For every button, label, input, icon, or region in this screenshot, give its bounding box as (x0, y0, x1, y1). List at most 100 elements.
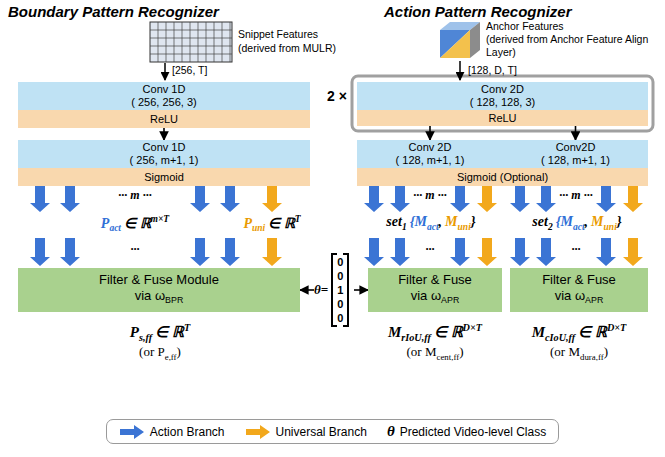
node-text: via ω (135, 288, 165, 303)
label-text: (derived from Anchor Feature Align Layer… (486, 33, 648, 58)
grid-line (150, 38, 232, 39)
label-text: P (101, 216, 110, 231)
grid-line (150, 54, 232, 55)
label-text: [128, D, T] (468, 64, 517, 76)
label-group: Ps,ff∈ ℝT (130, 322, 190, 344)
node-text: Filter & Fuse (542, 272, 616, 287)
label-text: m×T (151, 214, 170, 224)
label-group: (or Mcent,ff) (407, 344, 464, 362)
node-text: Conv2D (556, 141, 596, 153)
label-group: set1{Mact,Muni} (386, 214, 475, 233)
branch-arrow (536, 184, 556, 212)
label-group: Snippet Features (238, 28, 318, 41)
label-group: set2{Mact,Muni} (532, 214, 621, 233)
label-text: Anchor Features (486, 20, 564, 32)
label-group: MrIoU,ff∈ ℝD×T (388, 322, 482, 344)
text-line: Sigmoid (144, 170, 184, 184)
connector-arrow (575, 126, 577, 140)
label-text: D×T (463, 322, 482, 333)
ellipsis: ··· m ··· (559, 188, 592, 202)
label-group: [256, T] (172, 64, 207, 77)
label-group: ··· (131, 242, 140, 256)
fuse-box: Filter & Fuse Modulevia ωBPR (18, 268, 300, 312)
label-text: uni (458, 222, 471, 232)
ellipsis: ··· m ··· (413, 188, 446, 202)
legend-item: Universal Branch (245, 424, 367, 440)
branch-arrow (364, 238, 384, 266)
text-line: Filter & Fuse (398, 272, 472, 288)
label-text: (or M (550, 344, 580, 359)
text-line: via ωAPR (411, 288, 460, 309)
text-line: Conv 1D (143, 141, 186, 154)
label-text: cIoU,ff (545, 332, 575, 343)
node-text: ( 256, 256, 3) (131, 96, 196, 108)
label-text: P (130, 324, 139, 340)
branch-arrow (596, 184, 616, 212)
label-text: Snippet Features (238, 28, 318, 40)
fuse-box: Filter & Fusevia ωAPR (510, 268, 648, 312)
label-text: M (591, 214, 603, 229)
node-text: 0 (337, 311, 343, 325)
label-group: Boundary Pattern Recognizer (8, 3, 219, 21)
legend-text: Action Branch (150, 425, 225, 439)
grid-line (158, 22, 159, 62)
label-text: 2 (548, 222, 553, 232)
node-text: ( 128, 128, 3) (470, 96, 535, 108)
label-group: (derived from Anchor Feature Align Layer… (486, 33, 658, 58)
conv-box: Conv2D( 128, m+1, 1) (503, 140, 648, 168)
label-text: s,ff (139, 332, 152, 343)
label-text: uni (604, 222, 617, 232)
label-text: ) (459, 344, 463, 359)
branch-arrow (390, 184, 410, 212)
label-group: ··· (426, 242, 435, 256)
label-text: (or M (407, 344, 437, 359)
text-line: ReLU (150, 112, 178, 126)
text-line: Conv 2D (409, 141, 452, 154)
label-group: ··· (572, 242, 581, 256)
label-text: , (439, 214, 443, 229)
grid-line (166, 22, 167, 62)
connector-arrow (300, 289, 314, 291)
label-text: } (471, 214, 476, 229)
label-text: } (617, 214, 622, 229)
label-text: {M (410, 214, 427, 229)
label-group: ··· m ··· (118, 188, 151, 202)
grid-line (214, 22, 215, 62)
activation-band: Sigmoid (Optional) (357, 168, 648, 186)
grid-line (190, 22, 191, 62)
label-text: ∈ ℝ (124, 216, 151, 231)
node-text: APR (585, 295, 603, 305)
branch-arrow-sample (120, 425, 144, 439)
text-line: ( 256, 256, 3) (131, 96, 196, 109)
grid-line (150, 30, 232, 31)
node-text: Filter & Fuse (398, 272, 472, 287)
label-text: ∈ ℝ (268, 216, 295, 231)
repeat-outline (352, 76, 653, 131)
label-group: ··· m ··· (559, 188, 592, 202)
label-text: ∈ ℝ (578, 324, 607, 340)
legend-arrow (245, 424, 271, 440)
conv-box: Conv 2D( 128, m+1, 1) (357, 140, 503, 168)
ellipsis: ··· (131, 242, 140, 256)
text-line: via ωAPR (555, 288, 604, 309)
node-text: BPR (165, 295, 183, 305)
legend-symbol: θ (387, 423, 395, 440)
grid-line (222, 22, 223, 62)
legend-item: θPredicted Video-level Class (387, 423, 546, 440)
branch-arrow (450, 184, 470, 212)
text-line: Filter & Fuse Module (99, 272, 219, 288)
grid-line (150, 46, 232, 47)
vector-bracket: 00100 (331, 253, 349, 327)
node-text: 0 (337, 269, 343, 283)
branch-arrow (510, 184, 530, 212)
node-text: ReLU (488, 112, 516, 124)
node-text: 0 (337, 255, 343, 269)
cube-side (470, 22, 480, 58)
node-text: Sigmoid (144, 171, 184, 183)
branch-arrow (510, 238, 530, 266)
label-text: act (427, 222, 439, 232)
connector-arrow (429, 126, 431, 140)
node-text: Conv 2D (409, 141, 452, 153)
anchor-cube (440, 22, 480, 58)
